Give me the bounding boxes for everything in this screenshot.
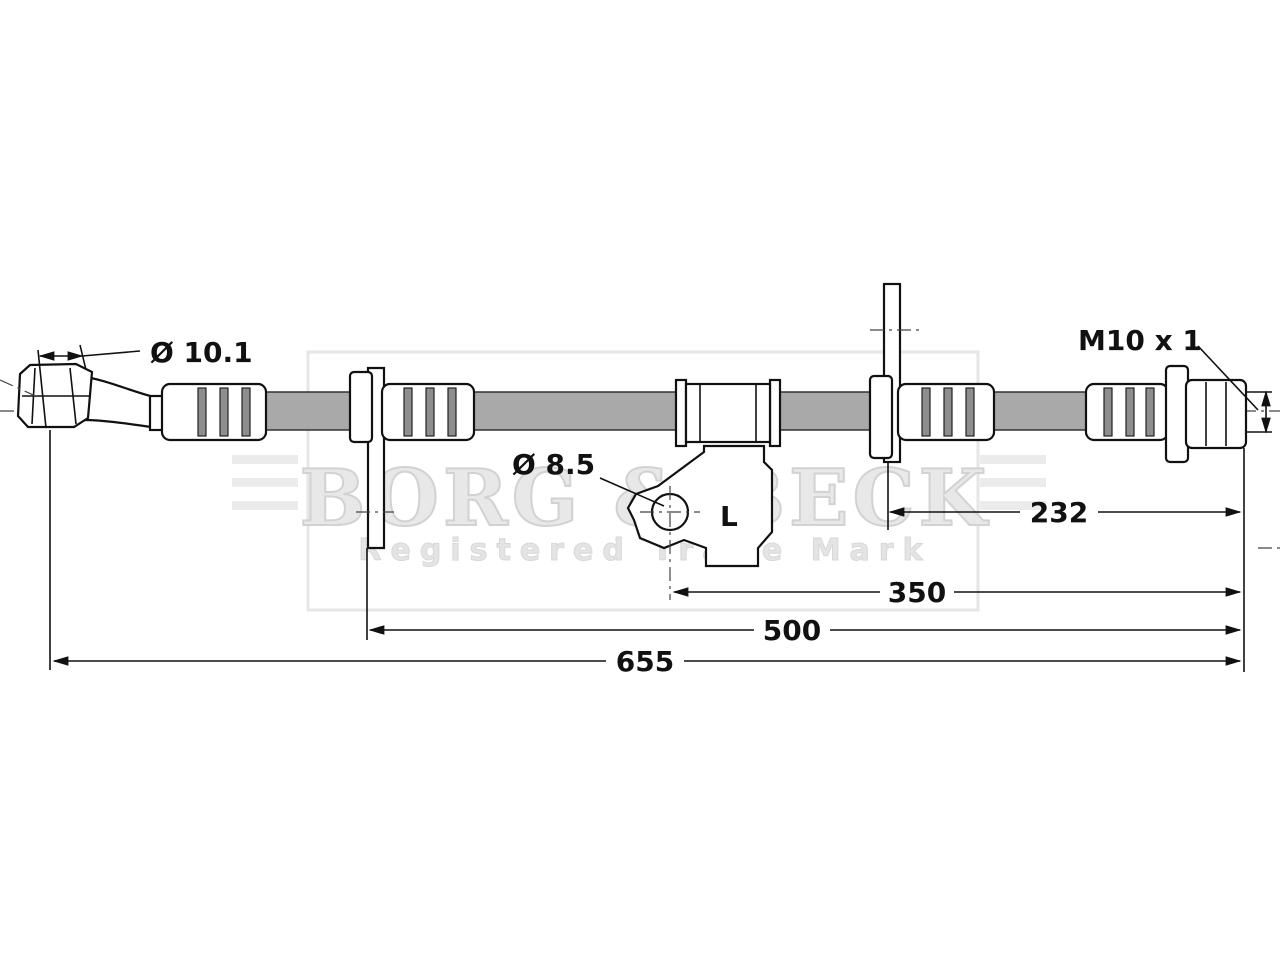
watermark-left-bar-2 — [232, 478, 298, 487]
crimp-1-band-1 — [197, 387, 207, 437]
watermark-right-bar-3 — [980, 501, 1046, 510]
dimension-500: 500 — [368, 614, 1242, 647]
crimp-1-band-2 — [219, 387, 229, 437]
bracket-2-collar — [868, 374, 894, 460]
watermark-left-bar-1 — [232, 455, 298, 464]
crimp-fitting-2 — [380, 382, 476, 442]
watermark-right-bar-1 — [980, 455, 1046, 464]
inlet-dia-leader — [81, 350, 141, 357]
crimp-2-band-2 — [425, 387, 435, 437]
crimp-4-band-1 — [1103, 387, 1113, 437]
side-indicator-label: L — [720, 500, 738, 533]
crimp-fitting-1 — [148, 382, 268, 442]
crimp-3-band-2 — [943, 387, 953, 437]
dimension-350: 350 — [672, 576, 1242, 609]
inlet-fitting: Ø 10.1 — [0, 336, 253, 430]
crimp-3-band-3 — [965, 387, 975, 437]
mounting-bracket-1 — [348, 366, 394, 640]
mounting-bracket-2 — [868, 282, 920, 530]
crimp-2-band-3 — [447, 387, 457, 437]
clip-right-flange — [768, 378, 782, 448]
crimp-1-band-3 — [241, 387, 251, 437]
outlet-nut — [1184, 378, 1248, 450]
hose-section-2 — [469, 391, 681, 431]
bracket-1-collar — [348, 370, 374, 444]
hose-section-3 — [779, 391, 873, 431]
dimension-655: 655 — [52, 645, 1242, 678]
crimp-4-band-2 — [1125, 387, 1135, 437]
clip-body — [684, 382, 772, 444]
hose-section-1 — [261, 391, 361, 431]
inlet-dia-ext-1 — [37, 349, 47, 429]
clip-left-flange — [674, 378, 688, 448]
crimp-4-band-3 — [1145, 387, 1155, 437]
crimp-fitting-3 — [896, 382, 996, 442]
inlet-axis — [0, 379, 41, 399]
dimension-232: 232 — [888, 496, 1242, 529]
crimp-2-band-1 — [403, 387, 413, 437]
watermark-frame — [306, 350, 980, 612]
watermark-left-bar-3 — [232, 501, 298, 510]
inlet-diameter-label: Ø 10.1 — [150, 336, 253, 369]
clip-hole-leader — [599, 477, 665, 507]
thread-size-label: M10 x 1 — [1078, 324, 1202, 357]
crimp-3-band-1 — [921, 387, 931, 437]
outlet-fitting: M10 x 1 — [1078, 324, 1272, 672]
dim-350-label: 350 — [888, 576, 946, 609]
dim-655-label: 655 — [616, 645, 674, 678]
dim-232-label: 232 — [1030, 496, 1088, 529]
outlet-flange — [1164, 364, 1190, 464]
hose-section-4 — [989, 391, 1091, 431]
clip-hole-diameter-label: Ø 8.5 — [512, 448, 595, 481]
crimp-1-body — [160, 382, 268, 442]
center-clip-bracket: Ø 8.5 L — [512, 378, 782, 600]
outlet-thread-leader — [1197, 345, 1259, 411]
clip-tab — [626, 444, 774, 568]
watermark-right-bar-2 — [980, 478, 1046, 487]
dim-500-label: 500 — [763, 614, 821, 647]
